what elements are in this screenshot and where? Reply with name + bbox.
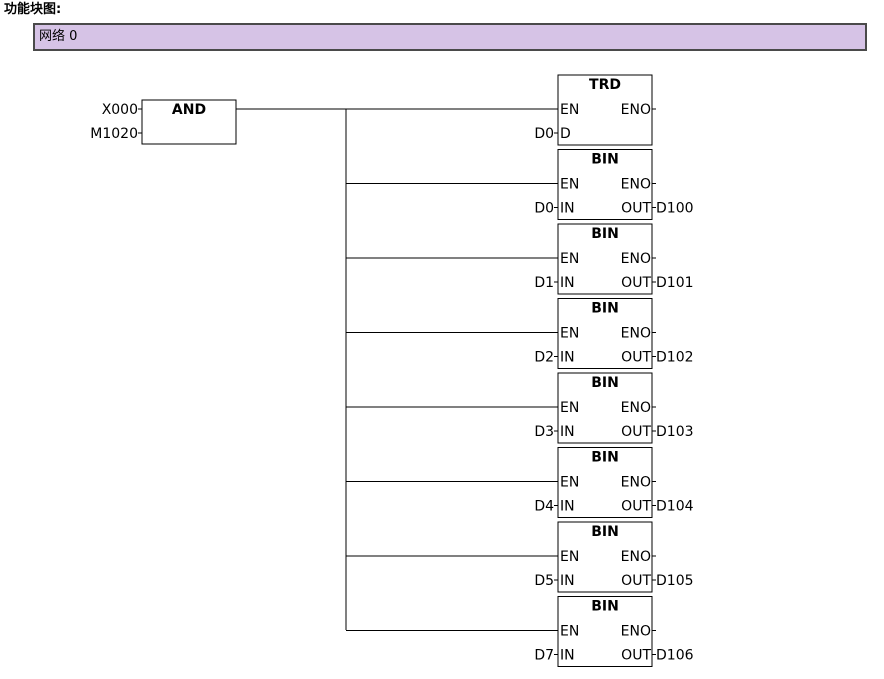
bin-eno-pin: ENO (621, 251, 651, 267)
bin-block[interactable]: BIN EN ENO D1 IN OUT D101 (346, 223, 694, 295)
bin-out-pin: OUT (621, 573, 651, 589)
bin-out-pin: OUT (621, 499, 651, 515)
bin-block-name: BIN (591, 599, 619, 615)
bin-eno-pin: ENO (621, 475, 651, 491)
bin-block-frame (557, 223, 653, 295)
trd-input-label: D0 (534, 126, 554, 142)
bin-en-pin: EN (560, 475, 579, 491)
bin-en-pin: EN (560, 549, 579, 565)
bin-eno-pin: ENO (621, 549, 651, 565)
bin-out-pin: OUT (621, 424, 651, 440)
network-header[interactable]: 网络 0 (33, 23, 867, 51)
bin-block-frame (557, 298, 653, 369)
bin-block[interactable]: BIN EN ENO D7 IN OUT D106 (346, 596, 694, 667)
bin-block-frame (557, 372, 653, 444)
bin-block[interactable]: BIN EN ENO D3 IN OUT D103 (346, 372, 694, 444)
trd-block-name: TRD (589, 77, 621, 93)
trd-block-frame (557, 74, 653, 146)
bin-block-frame (557, 596, 653, 667)
bin-output-label: D106 (656, 648, 694, 664)
bin-en-pin: EN (560, 177, 579, 193)
trd-eno-pin: ENO (621, 102, 651, 118)
bin-eno-pin: ENO (621, 400, 651, 416)
and-block-frame (141, 99, 237, 145)
and-block-name: AND (172, 102, 206, 118)
bin-block-name: BIN (591, 524, 619, 540)
bin-eno-pin: ENO (621, 326, 651, 342)
bin-block-name: BIN (591, 226, 619, 242)
bin-output-label: D100 (656, 201, 694, 217)
bin-input-label: D1 (534, 275, 554, 291)
network-label: 网络 0 (39, 29, 78, 44)
bin-out-pin: OUT (621, 350, 651, 366)
bin-en-pin: EN (560, 251, 579, 267)
bin-in-pin: IN (560, 648, 575, 664)
and-block[interactable]: AND X000 M1020 (90, 99, 237, 145)
bin-block[interactable]: BIN EN ENO D2 IN OUT D102 (346, 298, 694, 369)
bin-output-label: D102 (656, 350, 694, 366)
bin-in-pin: IN (560, 201, 575, 217)
bin-block-name: BIN (591, 152, 619, 168)
bin-output-label: D103 (656, 424, 694, 440)
section-heading: 功能块图: (4, 2, 62, 17)
trd-input-pin: D (560, 126, 571, 142)
bin-eno-pin: ENO (621, 624, 651, 640)
bin-in-pin: IN (560, 424, 575, 440)
bin-in-pin: IN (560, 275, 575, 291)
bin-output-label: D104 (656, 499, 694, 515)
bin-en-pin: EN (560, 624, 579, 640)
bin-in-pin: IN (560, 573, 575, 589)
bin-block[interactable]: BIN EN ENO D0 IN OUT D100 (346, 149, 694, 220)
bin-output-label: D105 (656, 573, 694, 589)
bin-out-pin: OUT (621, 201, 651, 217)
bin-en-pin: EN (560, 326, 579, 342)
bin-block-frame (557, 149, 653, 220)
bin-in-pin: IN (560, 350, 575, 366)
bin-en-pin: EN (560, 400, 579, 416)
trd-block[interactable]: TRD EN ENO D0 D (534, 74, 656, 146)
and-input-1: X000 (102, 102, 138, 118)
bin-block-name: BIN (591, 375, 619, 391)
bin-input-label: D3 (534, 424, 554, 440)
bin-block-frame (557, 521, 653, 593)
bin-out-pin: OUT (621, 648, 651, 664)
bin-eno-pin: ENO (621, 177, 651, 193)
bin-input-label: D4 (534, 499, 554, 515)
bin-input-label: D5 (534, 573, 554, 589)
bin-block[interactable]: BIN EN ENO D5 IN OUT D105 (346, 521, 694, 593)
bin-input-label: D0 (534, 201, 554, 217)
bin-input-label: D7 (534, 648, 554, 664)
bin-out-pin: OUT (621, 275, 651, 291)
bin-block-frame (557, 447, 653, 518)
bin-in-pin: IN (560, 499, 575, 515)
bin-block-name: BIN (591, 301, 619, 317)
bin-output-label: D101 (656, 275, 694, 291)
trd-en-pin: EN (560, 102, 579, 118)
bin-input-label: D2 (534, 350, 554, 366)
and-input-2: M1020 (90, 126, 138, 142)
bin-block-name: BIN (591, 450, 619, 466)
bin-block[interactable]: BIN EN ENO D4 IN OUT D104 (346, 447, 694, 518)
